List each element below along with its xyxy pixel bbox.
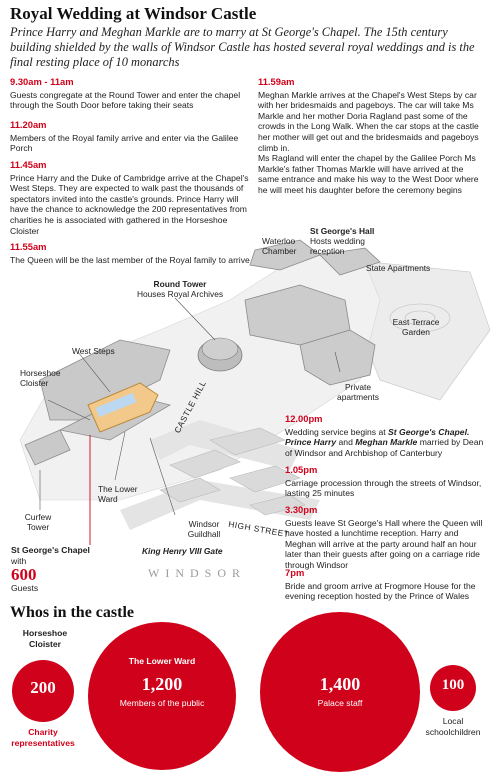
garden-pattern — [389, 303, 451, 333]
circle-palace-staff: 1,400 Palace staff — [260, 612, 420, 772]
circle-horseshoe: 200 — [12, 660, 74, 722]
label-waterloo: Waterloo Chamber — [262, 236, 297, 256]
event-time: 1.05pm — [285, 464, 318, 475]
event-post: married by Dean of Windsor and Archbisho… — [285, 437, 484, 458]
label-horseshoe: Horseshoe Cloister — [20, 368, 61, 388]
circle-schoolchildren: 100 — [430, 665, 476, 711]
label-east-terrace: East Terrace Garden — [392, 317, 440, 337]
town-blocks — [159, 427, 306, 516]
event-text: Bride and groom arrive at Frogmore House… — [285, 580, 476, 602]
event-text: Meghan Markle arrives at the Chapel's We… — [258, 89, 479, 153]
label-curfew: Curfew Tower — [24, 512, 52, 532]
event-330: 3.30pm Guests leave St George's Hall whe… — [285, 504, 490, 571]
event-1155: 11.55am The Queen will be the last membe… — [10, 241, 250, 265]
chapel-name: St George's Chapel — [11, 545, 90, 555]
label-state-apartments: State Apartments — [366, 263, 431, 273]
intro-text: Prince Harry and Meghan Markle are to ma… — [10, 25, 475, 69]
circle-number: 1,400 — [319, 674, 361, 694]
chapel-with: with — [11, 555, 27, 566]
event-1145: 11.45am Prince Harry and the Duke of Cam… — [10, 159, 250, 236]
event-text: Guests congregate at the Round Tower and… — [10, 89, 241, 111]
event-harry: Prince Harry — [285, 437, 337, 448]
label-lower-ward: The Lower Ward — [98, 484, 138, 504]
event-time: 11.20am — [10, 119, 47, 130]
label-round-tower-sub: Houses Royal Archives — [136, 289, 224, 299]
horseshoe-label: Horseshoe Cloister — [22, 628, 68, 649]
circle-number: 1,200 — [141, 674, 183, 694]
chapel-callout: St George's Chapel with 600 Guests — [11, 545, 90, 594]
label-henry-gate: King Henry VIII Gate — [142, 546, 223, 556]
label-sg-hall-sub: Hosts wedding reception — [310, 236, 365, 256]
event-time: 11.55am — [10, 241, 47, 252]
circle-number: 100 — [441, 677, 465, 693]
page-title: Royal Wedding at Windsor Castle — [10, 4, 257, 23]
pointer-lines — [39, 297, 341, 516]
circle-number: 200 — [30, 678, 56, 697]
label-guildhall: Windsor Guildhall — [187, 519, 221, 539]
label-round-tower: Round Tower Houses Royal Archives — [130, 279, 230, 299]
upper-ward-buildings — [244, 239, 381, 386]
label-round-tower-name: Round Tower — [153, 279, 207, 289]
event-1200: 12.00pm Wedding service begins at St Geo… — [285, 413, 490, 458]
event-and: and — [336, 437, 356, 448]
event-text: Carriage procession through the streets … — [285, 477, 482, 499]
event-1159: 11.59am Meghan Markle arrives at the Cha… — [258, 76, 486, 196]
event-time: 9.30am - 11am — [10, 76, 74, 87]
event-text: The Queen will be the last member of the… — [10, 254, 250, 265]
circle-desc: Members of the public — [119, 698, 205, 708]
chapel-unit: Guests — [11, 583, 39, 593]
chapel-glass — [95, 392, 137, 418]
circle-label: The Lower Ward — [128, 656, 196, 666]
event-pre: Wedding service begins at — [285, 426, 389, 437]
event-text: Members of the Royal family arrive and e… — [10, 132, 239, 154]
event-text: Guests leave St George's Hall where the … — [285, 517, 483, 570]
event-time: 3.30pm — [285, 504, 318, 515]
event-time: 11.59am — [258, 76, 295, 87]
schoolchildren-desc: Local schoolchildren — [425, 716, 481, 737]
event-meghan: Meghan Markle — [355, 437, 418, 448]
event-1120: 11.20am Members of the Royal family arri… — [10, 119, 250, 154]
event-time: 7pm — [285, 567, 305, 578]
event-text: Prince Harry and the Duke of Cambridge a… — [10, 172, 249, 236]
event-text-2: Ms Ragland will enter the chapel by the … — [258, 153, 479, 195]
label-sg-hall: St George's Hall Hosts wedding reception — [310, 226, 380, 256]
event-105: 1.05pm Carriage procession through the s… — [285, 464, 490, 499]
circle-desc: Palace staff — [317, 698, 363, 708]
chapel-guest-count: 600 — [11, 565, 37, 584]
label-windsor: WINDSOR — [148, 566, 246, 580]
circle-lower-ward: The Lower Ward 1,200 Members of the publ… — [88, 622, 236, 770]
event-time: 12.00pm — [285, 413, 323, 424]
horseshoe-desc: Charity representatives — [11, 727, 75, 748]
event-time: 11.45am — [10, 159, 47, 170]
label-sg-hall-name: St George's Hall — [310, 226, 375, 236]
castle-map — [19, 239, 491, 545]
event-7pm: 7pm Bride and groom arrive at Frogmore H… — [285, 567, 490, 602]
event-930: 9.30am - 11am Guests congregate at the R… — [10, 76, 250, 111]
event-place: St George's Chapel. — [388, 426, 470, 437]
label-private-apartments: Private apartments — [337, 382, 379, 402]
label-west-steps: West Steps — [72, 346, 115, 356]
whos-heading: Whos in the castle — [10, 604, 134, 621]
